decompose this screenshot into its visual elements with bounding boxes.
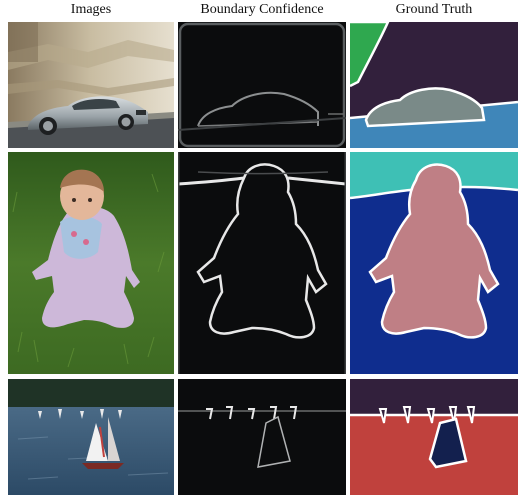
boundary-baby — [178, 152, 346, 374]
image-car — [8, 22, 174, 148]
ground-truth-car — [350, 22, 518, 148]
column-title-images: Images — [70, 2, 112, 17]
ground-truth-sailboats — [350, 379, 518, 495]
image-baby — [8, 152, 174, 374]
boundary-sailboats — [178, 379, 346, 495]
ground-truth-baby — [350, 152, 518, 374]
column-title-ground-truth: Ground Truth — [395, 2, 473, 17]
column-title-boundary-confidence: Boundary Confidence — [200, 2, 324, 17]
image-sailboats — [8, 379, 174, 495]
boundary-car — [178, 22, 346, 148]
